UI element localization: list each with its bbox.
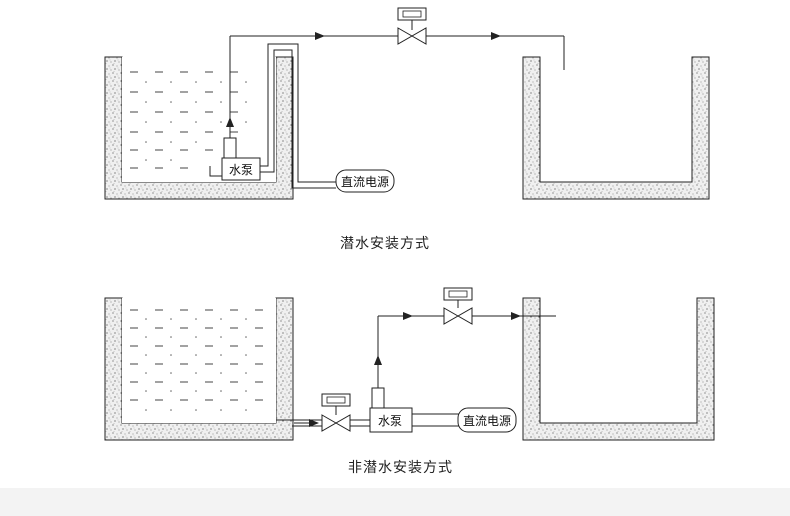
bottom-power-cable [412, 413, 460, 427]
bottom-pump-label: 水泵 [378, 414, 402, 428]
top-source-tank [104, 56, 294, 200]
top-water-dashes [130, 71, 238, 169]
top-diagram: 水泵 直流电源 潜水安装方式 [104, 7, 710, 252]
top-destination-tank [522, 56, 710, 200]
bottom-inlet-pipe [276, 419, 370, 427]
top-water-dots [145, 81, 247, 161]
bottom-caption: 非潜水安装方式 [348, 460, 453, 476]
bottom-dc-power: 直流电源 [457, 407, 517, 433]
bottom-power-label: 直流电源 [463, 414, 511, 428]
top-caption: 潜水安装方式 [340, 236, 430, 252]
top-pump: 水泵 [209, 137, 261, 181]
top-power-label: 直流电源 [341, 175, 389, 189]
bottom-outlet-valve [443, 287, 473, 325]
bottom-outlet-pipe [374, 312, 556, 388]
footer-band [0, 488, 790, 516]
bottom-water-dots [145, 318, 247, 411]
bottom-inlet-valve [321, 393, 351, 432]
top-power-cable [260, 43, 336, 189]
bottom-source-tank [104, 297, 294, 441]
top-outlet-pipe [226, 32, 565, 138]
top-valve [397, 7, 427, 45]
bottom-water-dashes [130, 309, 263, 401]
bottom-diagram: 水泵 直流电源 非潜水安装方式 [104, 287, 715, 476]
top-dc-power: 直流电源 [335, 169, 395, 193]
bottom-destination-tank [522, 297, 715, 441]
bottom-pump: 水泵 [369, 387, 413, 433]
top-pump-label: 水泵 [229, 163, 253, 177]
